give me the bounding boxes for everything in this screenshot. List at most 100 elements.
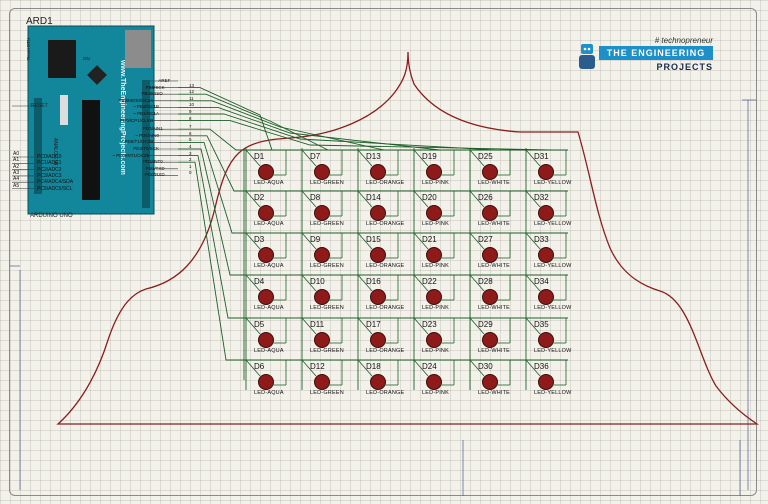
led-body bbox=[314, 205, 330, 221]
led-name-label: D3 bbox=[254, 235, 265, 244]
tent-outline bbox=[56, 51, 760, 425]
led-type-label: LED-YELLOW bbox=[534, 180, 572, 186]
led-type-label: LED-PINK bbox=[422, 348, 449, 354]
analog-pin-tag: A3 bbox=[13, 169, 20, 176]
signal-wire bbox=[178, 87, 273, 151]
led-body bbox=[314, 247, 330, 263]
pin-name-label: ~ PD3/INT1/OC2B bbox=[112, 152, 150, 158]
led-type-label: LED-ORANGE bbox=[366, 263, 405, 269]
sheet-border bbox=[9, 8, 757, 496]
led-type-label: LED-WHITE bbox=[478, 221, 511, 227]
led-type-label: LED-ORANGE bbox=[366, 348, 405, 354]
led-body bbox=[426, 247, 442, 263]
led-name-label: D27 bbox=[478, 235, 493, 244]
led-name-label: D33 bbox=[534, 235, 549, 244]
pin-number-label: 11 bbox=[189, 95, 194, 101]
led-name-label: D34 bbox=[534, 277, 549, 286]
led-body bbox=[538, 205, 554, 221]
led-body bbox=[482, 247, 498, 263]
pin-number-label: 9 bbox=[189, 109, 192, 114]
analog-pin-label: PC1/ADC1 bbox=[37, 160, 62, 167]
led-lead bbox=[469, 359, 485, 377]
led-body bbox=[314, 164, 330, 180]
led-name-label: D23 bbox=[422, 320, 437, 329]
led-name-label: D20 bbox=[422, 193, 437, 202]
brand-name: THE ENGINEERING bbox=[599, 46, 713, 60]
analog-pin-tag: A4 bbox=[13, 176, 20, 183]
signal-wire bbox=[178, 113, 497, 151]
led-name-label: D11 bbox=[310, 320, 325, 329]
led-name-label: D9 bbox=[310, 235, 321, 244]
led-type-label: LED-ORANGE bbox=[366, 305, 405, 311]
led-type-label: LED-PINK bbox=[422, 390, 449, 396]
pin-name-label: AREF bbox=[158, 78, 171, 83]
led-lead bbox=[357, 274, 373, 292]
led-lead bbox=[413, 190, 429, 208]
led-type-label: LED-WHITE bbox=[478, 305, 511, 311]
led-lead bbox=[357, 190, 373, 208]
led-body bbox=[370, 332, 386, 348]
analog-pin-label: PC3/ADC3 bbox=[37, 172, 62, 179]
pin-name-label: PB3/MOSI/OC2A bbox=[118, 97, 154, 103]
led-type-label: LED-ORANGE bbox=[366, 221, 405, 227]
led-body bbox=[482, 289, 498, 305]
analog-pin-label: PC2/ADC2 bbox=[37, 166, 62, 173]
led-lead bbox=[413, 274, 429, 292]
brand-tagline: # technopreneur bbox=[654, 36, 713, 45]
led-lead bbox=[357, 232, 373, 250]
pin-number-label: 13 bbox=[189, 82, 195, 88]
led-type-label: LED-YELLOW bbox=[534, 305, 572, 311]
led-body bbox=[370, 289, 386, 305]
pin-number-label: 0 bbox=[189, 170, 192, 176]
pin-number-label: 4 bbox=[189, 144, 192, 149]
led-lead bbox=[525, 274, 541, 292]
analog-pin-label: PC4/ADC4/SDA bbox=[37, 179, 74, 186]
led-name-label: D19 bbox=[422, 152, 437, 161]
led-body bbox=[426, 374, 442, 390]
led-body bbox=[426, 164, 442, 180]
led-lead bbox=[413, 317, 429, 335]
led-body bbox=[314, 289, 330, 305]
led-type-label: LED-AQUA bbox=[254, 180, 284, 186]
pin-name-label: PD1/TXD bbox=[145, 165, 165, 171]
led-lead bbox=[245, 190, 261, 208]
led-lead bbox=[301, 149, 317, 167]
led-name-label: D6 bbox=[254, 362, 265, 371]
led-type-label: LED-WHITE bbox=[478, 180, 511, 186]
signal-wire bbox=[178, 148, 246, 276]
led-lead bbox=[413, 359, 429, 377]
led-body bbox=[482, 332, 498, 348]
pin-name-label: ~ PD6/AIN0 bbox=[135, 132, 159, 138]
led-body bbox=[258, 164, 274, 180]
signal-wire bbox=[178, 135, 246, 192]
led-name-label: D32 bbox=[534, 193, 549, 202]
led-type-label: LED-YELLOW bbox=[534, 348, 572, 354]
led-body bbox=[314, 332, 330, 348]
led-name-label: D35 bbox=[534, 320, 549, 329]
pin-name-label: ~ PB1/OC1A bbox=[133, 111, 159, 116]
led-body bbox=[538, 289, 554, 305]
led-lead bbox=[245, 317, 261, 335]
led-type-label: LED-ORANGE bbox=[366, 390, 405, 396]
signal-wire bbox=[178, 155, 246, 319]
signal-wire bbox=[178, 106, 441, 151]
led-type-label: LED-WHITE bbox=[478, 263, 511, 269]
led-body bbox=[370, 205, 386, 221]
pin-name-label: PB4/MISO bbox=[141, 91, 163, 97]
led-lead bbox=[245, 149, 261, 167]
led-lead bbox=[301, 274, 317, 292]
led-type-label: LED-PINK bbox=[422, 221, 449, 227]
led-body bbox=[426, 289, 442, 305]
led-type-label: LED-WHITE bbox=[478, 348, 511, 354]
led-lead bbox=[357, 359, 373, 377]
led-name-label: D14 bbox=[366, 193, 381, 202]
led-lead bbox=[301, 317, 317, 335]
pin-number-label: 1 bbox=[189, 163, 192, 169]
sheet-guides bbox=[10, 99, 756, 496]
reset-button-label: Reset BTN bbox=[26, 37, 31, 60]
led-body bbox=[258, 374, 274, 390]
led-lead bbox=[245, 232, 261, 250]
led-name-label: D12 bbox=[310, 362, 325, 371]
led-type-label: LED-AQUA bbox=[254, 390, 284, 396]
